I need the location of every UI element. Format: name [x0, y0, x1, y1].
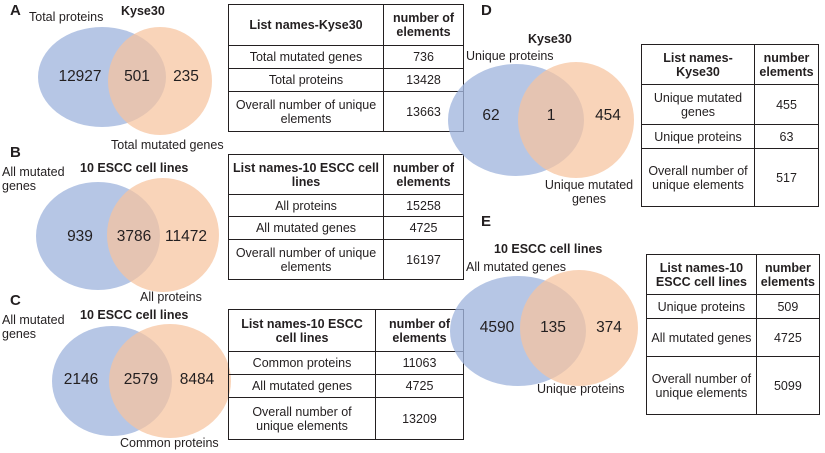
table-cell: 517 — [754, 148, 819, 207]
table-cell: 63 — [754, 124, 819, 149]
table-cell: 4725 — [375, 374, 464, 398]
table-cell: All mutated genes — [228, 216, 384, 240]
panel-label: C — [10, 292, 21, 309]
table-cell: 13209 — [375, 397, 464, 440]
table-cell: Unique mutated genes — [641, 84, 755, 125]
set1-label: Total proteins — [29, 10, 104, 24]
set1-label: Unique proteins — [466, 49, 554, 63]
count-only-set2: 374 — [596, 319, 622, 336]
set2-label: Common proteins — [120, 436, 219, 450]
table-cell: 4725 — [383, 216, 464, 240]
table-cell: Unique proteins — [641, 124, 755, 149]
table-cell: All mutated genes — [228, 374, 376, 398]
count-intersection: 501 — [124, 68, 150, 85]
table-cell: 16197 — [383, 239, 464, 280]
count-only-set1: 12927 — [58, 68, 102, 85]
table-header: number elements — [754, 44, 819, 85]
count-intersection: 2579 — [123, 371, 159, 388]
table-cell: 736 — [383, 45, 464, 69]
venn-circle-set2 — [108, 27, 212, 135]
table-cell: Overall number of unique elements — [641, 148, 755, 207]
set2-label: Unique mutated genes — [544, 178, 634, 206]
table-header: List names-10 ESCC cell lines — [646, 254, 757, 295]
count-only-set1: 939 — [67, 228, 93, 245]
set2-label: Total mutated genes — [111, 138, 224, 152]
table-cell: 455 — [754, 84, 819, 125]
table-header: List names-10 ESCC cell lines — [228, 154, 384, 195]
table-cell: Overall number of unique elements — [228, 397, 376, 440]
table-header: number of elements — [383, 154, 464, 195]
table-cell: Unique proteins — [646, 294, 757, 319]
count-intersection: 1 — [546, 107, 556, 124]
table-cell: All proteins — [228, 194, 384, 217]
table-header: List names-Kyse30 — [228, 4, 384, 46]
table-cell: 15258 — [383, 194, 464, 217]
table-header: List names-Kyse30 — [641, 44, 755, 85]
table-cell: All mutated genes — [646, 318, 757, 357]
table-cell: Total proteins — [228, 68, 384, 92]
table-cell: 5099 — [755, 356, 821, 415]
table-cell: Overall number of unique elements — [228, 91, 384, 132]
table-cell: Overall number of unique elements — [646, 356, 757, 415]
venn-title: 10 ESCC cell lines — [494, 242, 603, 256]
count-intersection: 3786 — [116, 228, 152, 245]
count-only-set1: 62 — [482, 107, 500, 124]
venn-title: Kyse30 — [121, 4, 165, 18]
venn-title: 10 ESCC cell lines — [80, 308, 189, 322]
table-cell: 509 — [755, 294, 821, 319]
venn-circle-set2 — [109, 324, 231, 438]
panel-label: B — [10, 144, 21, 161]
count-only-set1: 4590 — [479, 319, 515, 336]
set2-label: Unique proteins — [537, 382, 625, 396]
venn-circle-set2 — [518, 62, 634, 178]
count-only-set2: 11472 — [165, 228, 207, 245]
set1-label: All mutated genes — [2, 165, 65, 193]
count-only-set2: 235 — [173, 68, 199, 85]
table-header: number of elements — [383, 4, 464, 46]
venn-circle-set2 — [520, 270, 638, 386]
set1-label: All mutated genes — [2, 313, 65, 341]
table-cell: Common proteins — [228, 351, 376, 375]
venn-title: 10 ESCC cell lines — [80, 161, 189, 175]
count-only-set1: 2146 — [63, 371, 99, 388]
table-cell: Total mutated genes — [228, 45, 384, 69]
table-cell: Overall number of unique elements — [228, 239, 384, 280]
panel-label: D — [481, 2, 492, 19]
table-header: List names-10 ESCC cell lines — [228, 309, 376, 352]
panel-label: E — [481, 213, 492, 230]
table-cell: 4725 — [755, 318, 821, 357]
table-header: number elements — [755, 254, 821, 295]
count-only-set2: 8484 — [179, 371, 215, 388]
table-cell: 13428 — [383, 68, 464, 92]
panel-label: A — [10, 2, 21, 19]
table-header: number of elements — [375, 309, 464, 352]
count-only-set2: 454 — [595, 107, 621, 124]
venn-circle-set2 — [107, 178, 219, 292]
venn-title: Kyse30 — [528, 32, 572, 46]
set2-label: All proteins — [140, 290, 202, 304]
count-intersection: 135 — [540, 319, 566, 336]
set1-label: All mutated genes — [466, 260, 567, 274]
table-cell: 11063 — [375, 351, 464, 375]
